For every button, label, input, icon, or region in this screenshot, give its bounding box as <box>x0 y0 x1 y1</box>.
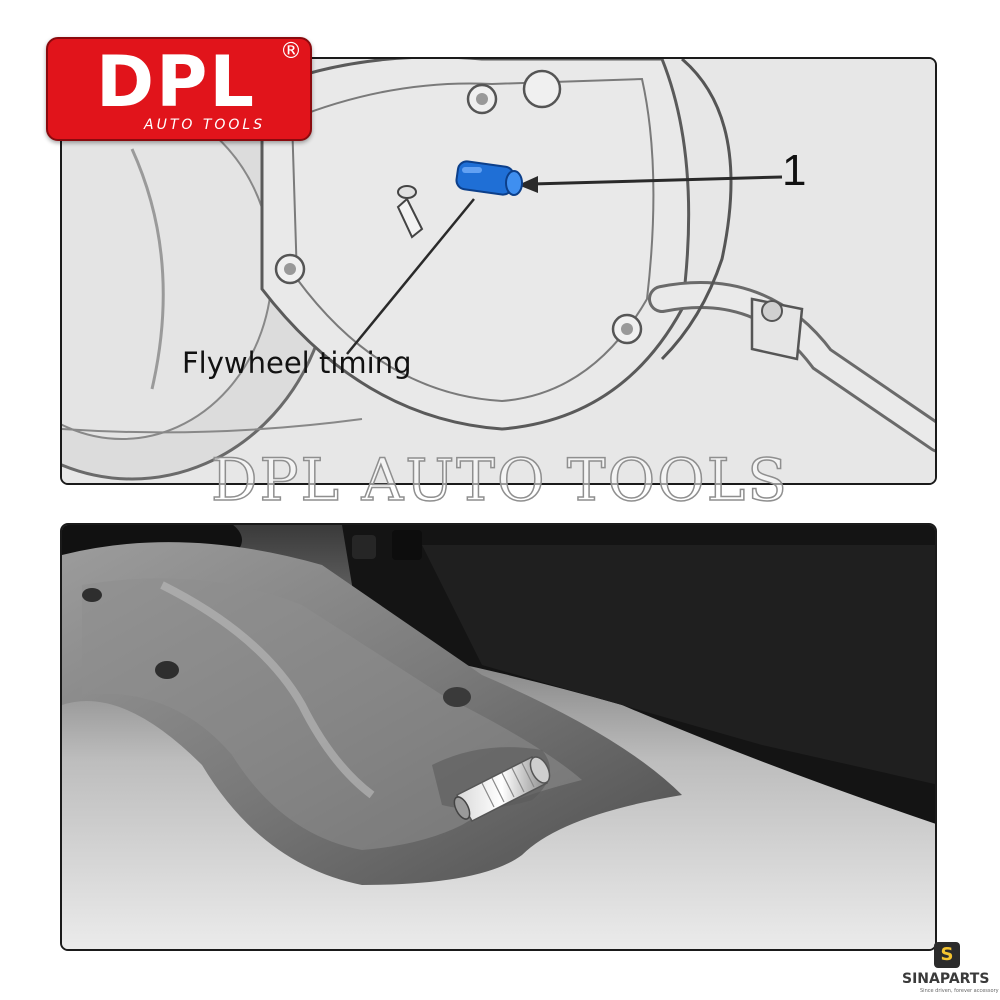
flywheel-timing-leader <box>346 198 475 355</box>
timing-pin-icon <box>455 160 523 196</box>
callout-label: Flywheel timing <box>182 346 412 380</box>
engine-photo <box>62 525 935 949</box>
sinaparts-brand: S SINAPARTS Since driven, forever access… <box>898 942 999 998</box>
callout-number: 1 <box>782 146 807 195</box>
registered-mark: ® <box>280 39 302 64</box>
knurled-timing-pin-icon <box>453 756 551 822</box>
sinaparts-logo-icon: S <box>934 942 960 968</box>
callout-leader-1 <box>531 175 783 186</box>
photo-panel <box>60 523 937 951</box>
brand-tagline: Since driven, forever accessory <box>920 988 999 994</box>
logo-main-text: DPL <box>96 41 257 123</box>
logo-subtitle: AUTO TOOLS <box>144 117 266 133</box>
callout-arrowhead <box>518 176 538 193</box>
brand-name: SINAPARTS <box>902 971 990 987</box>
watermark-text: DPL AUTO TOOLS <box>210 445 789 515</box>
dpl-logo: DPL ® AUTO TOOLS <box>46 37 312 141</box>
